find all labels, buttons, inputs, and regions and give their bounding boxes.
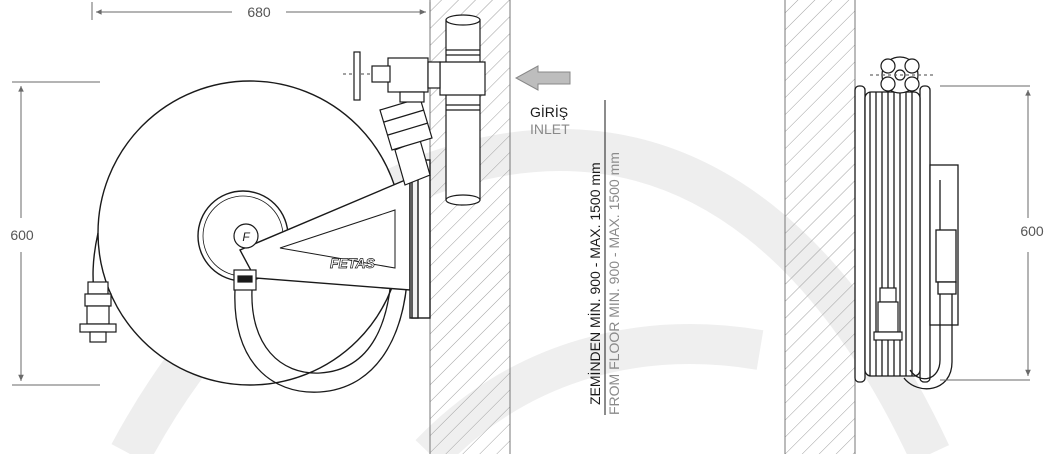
gate-valve: [340, 51, 441, 103]
hose-loop: [234, 249, 409, 393]
mounting-arm: [239, 159, 431, 319]
inlet-label-en: INLET: [530, 121, 570, 137]
mounting-height-en: FROM FLOOR MIN. 900 - MAX. 1500 mm: [606, 152, 622, 415]
width-dimension-label: 680: [247, 4, 271, 20]
hose-nozzle: [79, 281, 117, 343]
side-hose-nozzle: [873, 287, 903, 341]
width-dimension: 680: [91, 2, 431, 20]
hose-clamp: [233, 269, 257, 291]
supply-pipe: [439, 14, 486, 206]
height-dimension-left-label: 600: [10, 227, 34, 243]
brand-logo: FETAS: [330, 255, 376, 271]
hose-reel-side: [854, 85, 959, 390]
svg-text:F: F: [242, 230, 250, 244]
inlet-label-tr: GİRİŞ: [530, 103, 568, 120]
wall-section-right: [784, 0, 856, 454]
side-valve-handwheel: [870, 56, 935, 94]
height-dimension-left: 600: [10, 81, 100, 386]
height-dimension-right: 600: [940, 85, 1044, 381]
reel-hub: F: [233, 223, 259, 249]
mounting-height-tr: ZEMİNDEN MİN. 900 - MAX. 1500 mm: [586, 162, 603, 405]
inlet-arrow: [514, 65, 571, 91]
height-dimension-right-label: 600: [1020, 223, 1044, 239]
